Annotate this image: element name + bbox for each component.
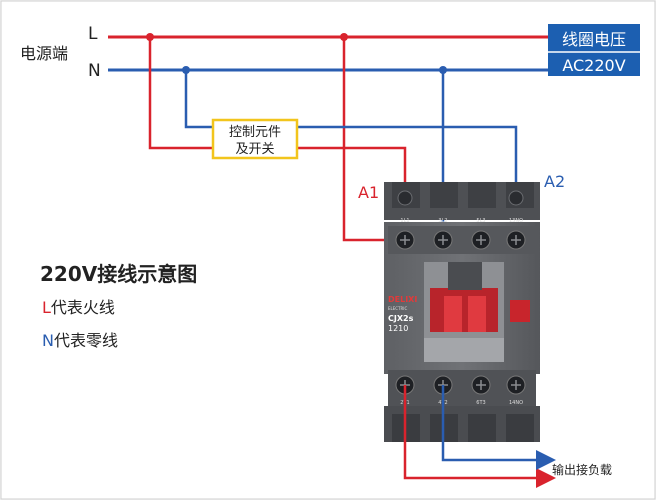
- center-panel-lower: [424, 338, 504, 362]
- screw-slot: [438, 235, 448, 245]
- control-to-a1-wire: [296, 146, 407, 196]
- terminal-label: 5L3: [476, 218, 485, 224]
- live-output-wire: [403, 385, 556, 488]
- line-l-label: L: [88, 24, 98, 44]
- actuator-highlight: [468, 296, 486, 332]
- neutral-to-control-wire: [184, 70, 214, 129]
- coil-voltage-value: AC220V: [562, 56, 625, 75]
- terminal-label: 6T3: [476, 400, 485, 406]
- legend-n-text: 代表零线: [54, 331, 118, 350]
- red-actuator: [430, 288, 498, 332]
- line-n-label: N: [88, 61, 101, 81]
- legend-l-letter: L: [42, 298, 51, 317]
- neutral-output-wire: [441, 385, 556, 470]
- actuator-top: [448, 262, 482, 290]
- a2-label: A2: [544, 172, 565, 191]
- base-slot: [468, 414, 496, 442]
- screw-slot: [511, 235, 521, 245]
- coil-voltage-title: 线圈电压: [562, 30, 626, 49]
- terminal-label: 3L2: [438, 218, 447, 224]
- base-slot: [506, 414, 534, 442]
- control-to-a2-wire: [296, 125, 518, 196]
- terminal-label: 13NO: [509, 218, 523, 224]
- legend-n-line: N代表零线: [42, 331, 118, 350]
- control-element-box: [211, 118, 299, 160]
- indicator-window: [510, 300, 530, 322]
- live-to-control-wire: [148, 37, 214, 150]
- brand-name: DELIXI: [388, 295, 417, 304]
- coil-voltage-badge: [548, 24, 640, 76]
- output-load-label: 输出接负载: [552, 462, 612, 477]
- control-label-line1: 控制元件: [229, 125, 281, 140]
- a1-screw: [397, 190, 413, 206]
- legend-title: 220V接线示意图: [40, 262, 197, 286]
- screw-slot: [476, 380, 486, 390]
- screw-slot: [511, 380, 521, 390]
- legend-l-line: L代表火线: [42, 298, 115, 317]
- model-name: CJX2s: [388, 314, 414, 323]
- junction-dot: [182, 66, 190, 74]
- legend-n-letter: N: [42, 331, 54, 350]
- screw-slot: [400, 235, 410, 245]
- screw-slot: [476, 235, 486, 245]
- junction-dot: [439, 66, 447, 74]
- terminal-label: 14NO: [509, 400, 523, 406]
- junction-dot: [340, 33, 348, 41]
- terminal-label: 1L1: [400, 218, 409, 224]
- power-side-label: 电源端: [20, 44, 68, 63]
- legend-l-text: 代表火线: [51, 298, 115, 317]
- brand-sub: ELECTRIC: [388, 306, 407, 311]
- model-rating: 1210: [388, 324, 408, 333]
- junction-dot: [146, 33, 154, 41]
- a1-label: A1: [358, 183, 379, 202]
- terminal-slot: [430, 182, 458, 208]
- terminal-slot: [468, 182, 496, 208]
- actuator-highlight: [444, 296, 462, 332]
- a2-screw: [508, 190, 524, 206]
- control-label-line2: 及开关: [235, 142, 274, 157]
